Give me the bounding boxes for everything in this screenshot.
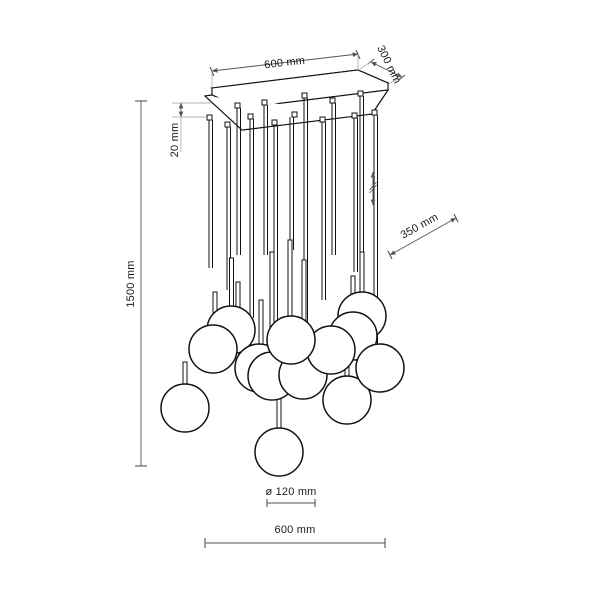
dim-total-height: 1500 mm: [125, 100, 147, 467]
dim-overall-width: 600 mm: [204, 524, 386, 548]
dim-label-canopy-thickness: 20 mm: [169, 123, 181, 158]
dim-canopy-width: 600 mm: [209, 49, 361, 88]
dim-label-total-height: 1500 mm: [125, 260, 137, 307]
dim-globe-diameter: ø 120 mm: [265, 486, 316, 507]
globe: [160, 383, 210, 433]
dim-label-canopy-width: 600 mm: [264, 55, 306, 72]
globe: [322, 375, 372, 425]
globe: [188, 324, 238, 374]
dim-suspension-drop: 350 mm: [369, 171, 459, 260]
globe: [355, 343, 405, 393]
glass-globes: [160, 291, 405, 477]
dim-label-globe-diameter: ø 120 mm: [265, 486, 316, 498]
suspension-cables: [208, 96, 378, 372]
dim-canopy-thickness: 20 mm: [169, 102, 212, 158]
globe: [266, 315, 316, 365]
ceiling-canopy: [203, 69, 391, 131]
globe: [254, 427, 304, 477]
dim-label-overall-width: 600 mm: [275, 524, 316, 536]
cable-socket-blocks: [206, 90, 378, 128]
dim-label-suspension-drop: 350 mm: [399, 211, 441, 241]
